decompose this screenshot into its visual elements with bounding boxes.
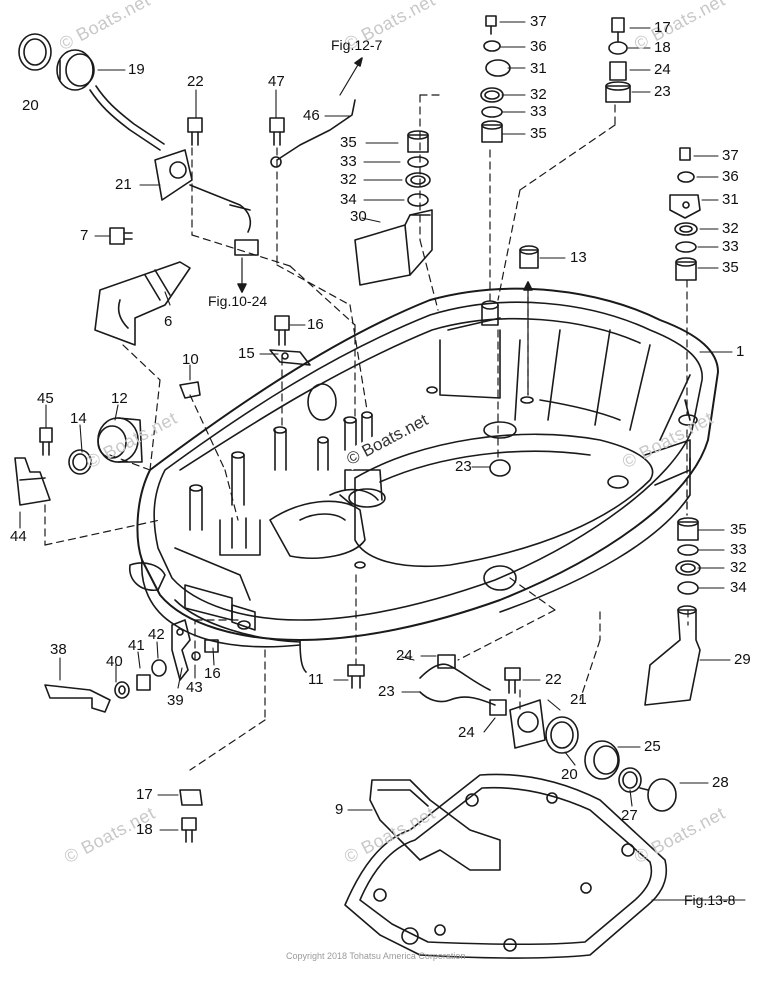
callout-10: 10 — [182, 351, 199, 368]
callout-27: 27 — [621, 807, 638, 824]
callout-35: 35 — [340, 134, 357, 151]
callout-33: 33 — [530, 103, 547, 120]
callout-35: 35 — [530, 125, 547, 142]
callout-13: 13 — [570, 249, 587, 266]
callout-33: 33 — [730, 541, 747, 558]
callout-19: 19 — [128, 61, 145, 78]
callout-22: 22 — [187, 73, 204, 90]
callout-12: 12 — [111, 390, 128, 407]
callout-34: 34 — [730, 579, 747, 596]
callout-2: 23 — [455, 458, 472, 475]
fig-13-8-reference[interactable]: Fig.13-8 — [684, 892, 736, 908]
callout-34: 34 — [340, 191, 357, 208]
callout-32: 32 — [722, 220, 739, 237]
callout-28: 28 — [712, 774, 729, 791]
callout-29: 29 — [734, 651, 751, 668]
callout-33: 33 — [340, 153, 357, 170]
callout-24: 24 — [458, 724, 475, 741]
fig-10-24-reference[interactable]: Fig.10-24 — [208, 293, 268, 309]
callout-15: 15 — [238, 345, 255, 362]
callout-35: 35 — [730, 521, 747, 538]
callout-18: 18 — [136, 821, 153, 838]
callout-32: 32 — [730, 559, 747, 576]
callout-4: 17 — [654, 19, 671, 36]
small-parts-left — [14, 33, 539, 506]
callout-9: 9 — [335, 801, 344, 818]
small-parts-right — [644, 517, 701, 706]
callout-46: 46 — [303, 107, 320, 124]
dashed-leaders — [44, 94, 689, 771]
callout-39: 39 — [167, 692, 184, 709]
callout-21: 21 — [115, 176, 132, 193]
callout-37: 37 — [530, 13, 547, 30]
small-parts-top — [354, 15, 701, 477]
fig-12-7-reference[interactable]: Fig.12-7 — [331, 37, 383, 53]
callout-32: 32 — [340, 171, 357, 188]
callout-41: 41 — [128, 637, 145, 654]
callout-leaders — [19, 21, 746, 901]
callout-5: 18 — [654, 39, 671, 56]
callout-14: 14 — [70, 410, 87, 427]
reference-arrows — [237, 57, 533, 396]
callout-33: 33 — [722, 238, 739, 255]
callout-6: 6 — [164, 313, 173, 330]
callout-17: 17 — [136, 786, 153, 803]
callout-43: 43 — [186, 679, 203, 696]
callout-2: 23 — [654, 83, 671, 100]
callout-42: 42 — [148, 626, 165, 643]
callout-47: 47 — [268, 73, 285, 90]
callout-20: 20 — [561, 766, 578, 783]
bottom-cowl-part — [129, 287, 719, 673]
callout-16: 16 — [307, 316, 324, 333]
callout-35: 35 — [722, 259, 739, 276]
callout-38: 38 — [50, 641, 67, 658]
callout-36: 36 — [530, 38, 547, 55]
callout-22: 22 — [545, 671, 562, 688]
callout-3: 24 — [654, 61, 671, 78]
small-parts-bottom — [44, 619, 677, 959]
callout-31: 31 — [530, 60, 547, 77]
callout-21: 21 — [570, 691, 587, 708]
callout-32: 32 — [530, 86, 547, 103]
callout-37: 37 — [722, 147, 739, 164]
callout-36: 36 — [722, 168, 739, 185]
callout-31: 31 — [722, 191, 739, 208]
callout-24: 24 — [396, 647, 413, 664]
callout-11: 11 — [308, 671, 324, 688]
callout-23: 23 — [378, 683, 395, 700]
callout-20: 20 — [22, 97, 39, 114]
callout-44: 44 — [10, 528, 27, 545]
copyright-notice: Copyright 2018 Tohatsu America Corporati… — [286, 951, 466, 961]
callout-45: 45 — [37, 390, 54, 407]
callout-40: 40 — [106, 653, 123, 670]
callout-25: 25 — [644, 738, 661, 755]
callout-1: 1 — [736, 343, 745, 360]
callout-30: 30 — [350, 208, 367, 225]
callout-16: 16 — [204, 665, 221, 682]
callout-7: 7 — [80, 227, 89, 244]
